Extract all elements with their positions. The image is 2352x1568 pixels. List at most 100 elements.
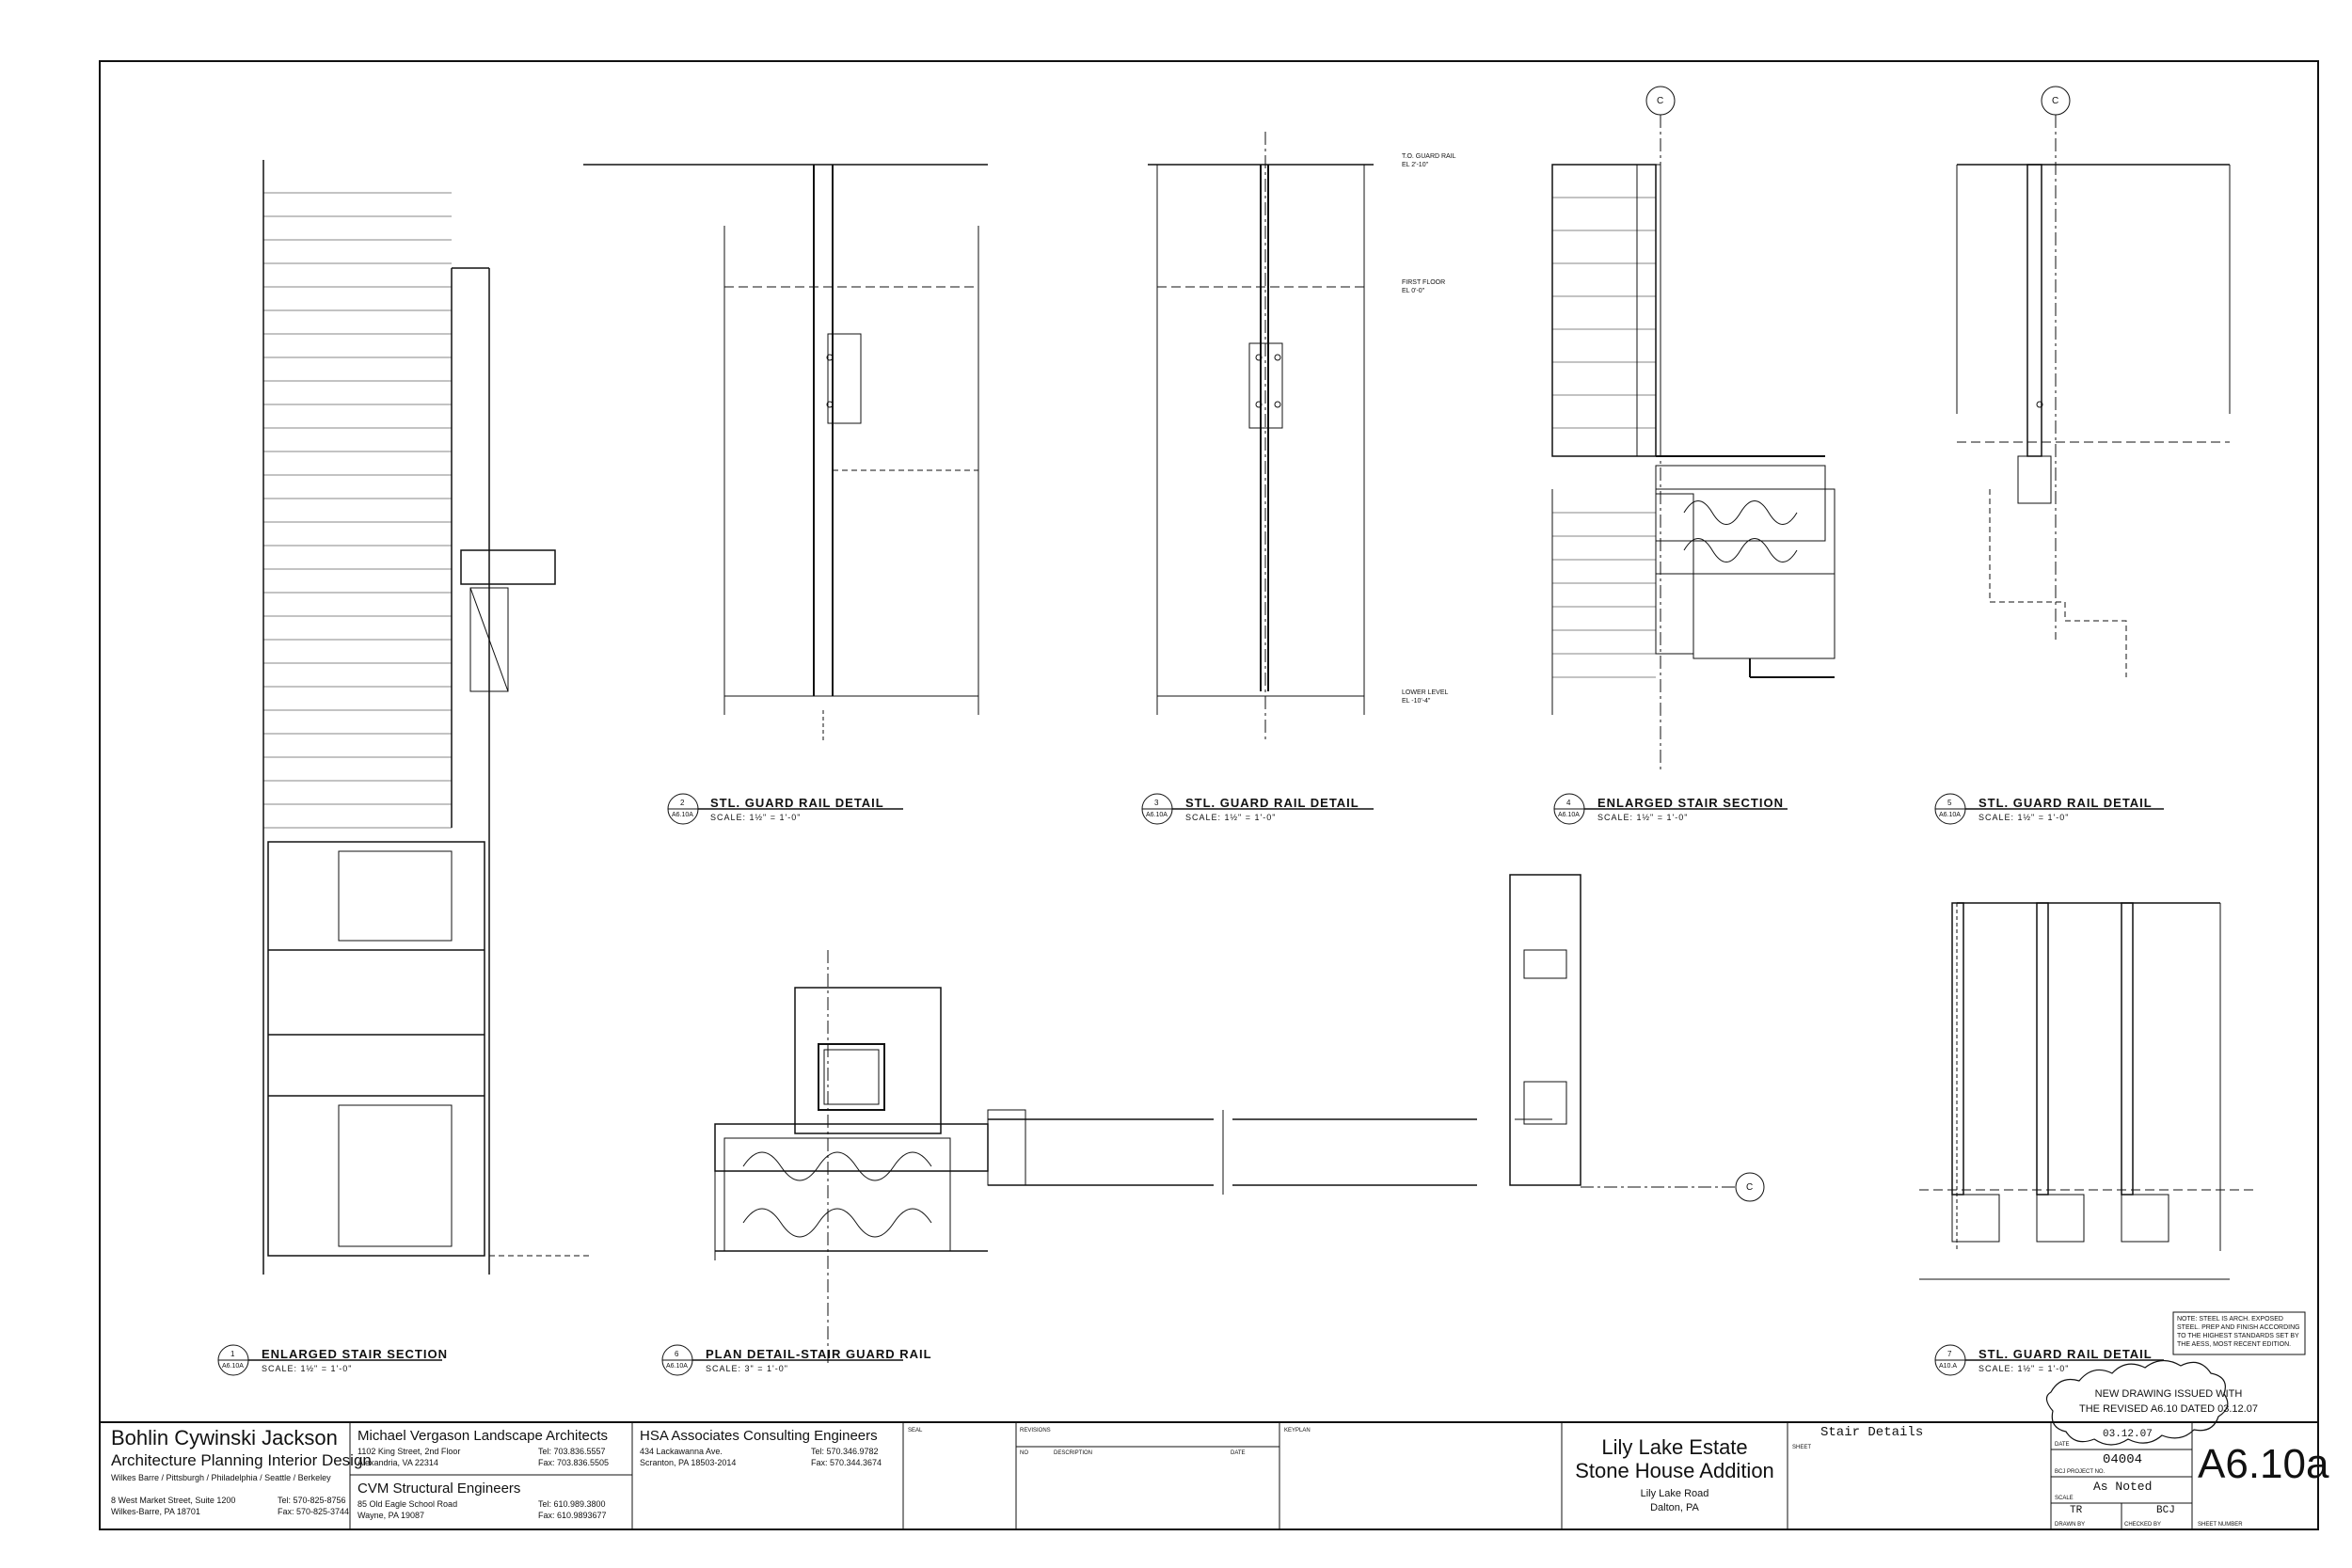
detail-3-title: STL. GUARD RAIL DETAIL: [1185, 796, 1359, 810]
detail-7-num: 7: [1947, 1350, 1952, 1358]
mep-address-2: Scranton, PA 18503-2014: [640, 1458, 737, 1467]
firm-offices: Wilkes Barre / Pittsburgh / Philadelphia…: [111, 1473, 331, 1482]
lower-level-el: EL -10'-4": [1402, 698, 1431, 705]
revisions-no-label: NO: [1020, 1450, 1028, 1456]
grid-bubble-c-2: C: [2052, 96, 2059, 106]
detail-1-enlarged-stair-section: [262, 160, 593, 1275]
date-value: 03.12.07: [2103, 1429, 2153, 1440]
seal-label: SEAL: [908, 1428, 923, 1433]
revisions-label: REVISIONS: [1020, 1428, 1051, 1433]
drawn-by-value: TR: [2070, 1505, 2083, 1516]
mep-fax: Fax: 570.344.3674: [811, 1458, 882, 1467]
detail-3-scale: SCALE: 1½" = 1'-0": [1185, 813, 1277, 822]
date-label: DATE: [2055, 1442, 2070, 1448]
sheet-border: [99, 60, 2319, 1530]
detail-5-num: 5: [1947, 799, 1952, 807]
revisions-date-label: DATE: [1231, 1450, 1246, 1456]
project-no-value: 04004: [2103, 1452, 2143, 1467]
revision-cloud: [2045, 1359, 2229, 1446]
detail-7-ref: A10.A: [1939, 1363, 1958, 1370]
detail-4-ref: A6.10A: [1558, 812, 1580, 818]
landscape-architect-name: Michael Vergason Landscape Architects: [358, 1428, 608, 1444]
detail-2-num: 2: [680, 799, 685, 807]
detail-2-ref: A6.10A: [672, 812, 693, 818]
scale-value: As Noted: [2093, 1480, 2153, 1494]
grid-bubble-c-1: C: [1657, 96, 1664, 106]
structural-address-1: 85 Old Eagle School Road: [358, 1499, 458, 1509]
firm-disciplines: Architecture Planning Interior Design: [111, 1451, 372, 1469]
project-town: Dalton, PA: [1650, 1502, 1699, 1513]
landscape-fax: Fax: 703.836.5505: [538, 1458, 610, 1467]
sheet-label: SHEET: [1792, 1445, 1812, 1450]
mep-tel: Tel: 570.346.9782: [811, 1447, 879, 1456]
mep-address-1: 434 Lackawanna Ave.: [640, 1447, 723, 1456]
to-guard-rail-label: T.O. GUARD RAIL: [1402, 153, 1456, 160]
firm-fax: Fax: 570-825-3744: [278, 1507, 350, 1516]
project-no-label: BCJ PROJECT NO.: [2055, 1469, 2106, 1475]
detail-7-guard-rail: [1919, 902, 2258, 1280]
detail-7-title: STL. GUARD RAIL DETAIL: [1979, 1347, 2153, 1361]
steel-note-box: [2172, 1311, 2306, 1355]
structural-fax: Fax: 610.9893677: [538, 1511, 607, 1520]
firm-tel: Tel: 570-825-8756: [278, 1496, 346, 1505]
first-floor-label: FIRST FLOOR: [1402, 279, 1446, 286]
steel-note: NOTE: STEEL IS ARCH. EXPOSED STEEL. PREP…: [2177, 1316, 2300, 1348]
drawn-by-label: DRAWN BY: [2055, 1522, 2086, 1528]
detail-plan-stanchion: [1509, 874, 1765, 1202]
detail-6-scale: SCALE: 3" = 1'-0": [706, 1364, 788, 1373]
revision-cloud-line-2: THE REVISED A6.10 DATED 03.12.07: [2079, 1403, 2258, 1415]
revision-cloud-line-1: NEW DRAWING ISSUED WITH: [2094, 1388, 2243, 1400]
detail-4-num: 4: [1566, 799, 1571, 807]
detail-4-enlarged-stair-section: [1551, 86, 1836, 771]
grid-bubble-c-3: C: [1746, 1182, 1754, 1193]
detail-4-title: ENLARGED STAIR SECTION: [1597, 796, 1784, 810]
first-floor-el: EL 0'-0": [1402, 288, 1425, 294]
firm-name: Bohlin Cywinski Jackson: [111, 1426, 338, 1449]
project-name-line-1: Lily Lake Estate: [1601, 1435, 1748, 1459]
keyplan-label: KEYPLAN: [1284, 1428, 1311, 1433]
detail-1-num: 1: [230, 1350, 235, 1358]
landscape-tel: Tel: 703.836.5557: [538, 1447, 606, 1456]
project-road: Lily Lake Road: [1640, 1488, 1709, 1499]
detail-5-guard-rail: [1956, 86, 2231, 677]
detail-5-title: STL. GUARD RAIL DETAIL: [1979, 796, 2153, 810]
detail-5-ref: A6.10A: [1939, 812, 1961, 818]
landscape-address-2: Alexandria, VA 22314: [358, 1458, 438, 1467]
detail-title-markers: [217, 793, 2164, 1376]
checked-by-label: CHECKED BY: [2124, 1522, 2162, 1528]
scale-label: SCALE: [2055, 1496, 2074, 1501]
detail-7-scale: SCALE: 1½" = 1'-0": [1979, 1364, 2070, 1373]
structural-tel: Tel: 610.989.3800: [538, 1499, 606, 1509]
structural-engineer-name: CVM Structural Engineers: [358, 1481, 521, 1497]
landscape-address-1: 1102 King Street, 2nd Floor: [358, 1447, 461, 1456]
detail-6-ref: A6.10A: [666, 1363, 688, 1370]
to-guard-rail-el: EL 2'-10": [1402, 162, 1429, 168]
firm-address-1: 8 West Market Street, Suite 1200: [111, 1496, 236, 1505]
revisions-description-label: DESCRIPTION: [1054, 1450, 1093, 1456]
sheet-number-label: SHEET NUMBER: [2198, 1522, 2243, 1528]
checked-by-value: BCJ: [2156, 1505, 2175, 1516]
detail-6-num: 6: [675, 1350, 679, 1358]
project-name-line-2: Stone House Addition: [1575, 1459, 1774, 1482]
detail-5-scale: SCALE: 1½" = 1'-0": [1979, 813, 2070, 822]
lower-level-label: LOWER LEVEL: [1402, 689, 1449, 696]
detail-2-scale: SCALE: 1½" = 1'-0": [710, 813, 802, 822]
detail-3-num: 3: [1154, 799, 1159, 807]
structural-address-2: Wayne, PA 19087: [358, 1511, 425, 1520]
title-block-grid: [349, 1422, 2193, 1529]
detail-1-title: ENLARGED STAIR SECTION: [262, 1347, 448, 1361]
mep-engineer-name: HSA Associates Consulting Engineers: [640, 1428, 878, 1444]
firm-address-2: Wilkes-Barre, PA 18701: [111, 1507, 200, 1516]
detail-3-guard-rail: [1148, 132, 1374, 743]
detail-6-title: PLAN DETAIL-STAIR GUARD RAIL: [706, 1347, 932, 1361]
detail-1-ref: A6.10A: [222, 1363, 244, 1370]
detail-1-scale: SCALE: 1½" = 1'-0": [262, 1364, 353, 1373]
detail-4-scale: SCALE: 1½" = 1'-0": [1597, 813, 1689, 822]
detail-3-ref: A6.10A: [1146, 812, 1168, 818]
detail-2-title: STL. GUARD RAIL DETAIL: [710, 796, 884, 810]
detail-6-plan-detail: [714, 950, 1477, 1364]
sheet-title: Stair Details: [1820, 1425, 1924, 1440]
sheet-number: A6.10a: [2198, 1441, 2329, 1487]
detail-2-guard-rail: [583, 164, 988, 743]
